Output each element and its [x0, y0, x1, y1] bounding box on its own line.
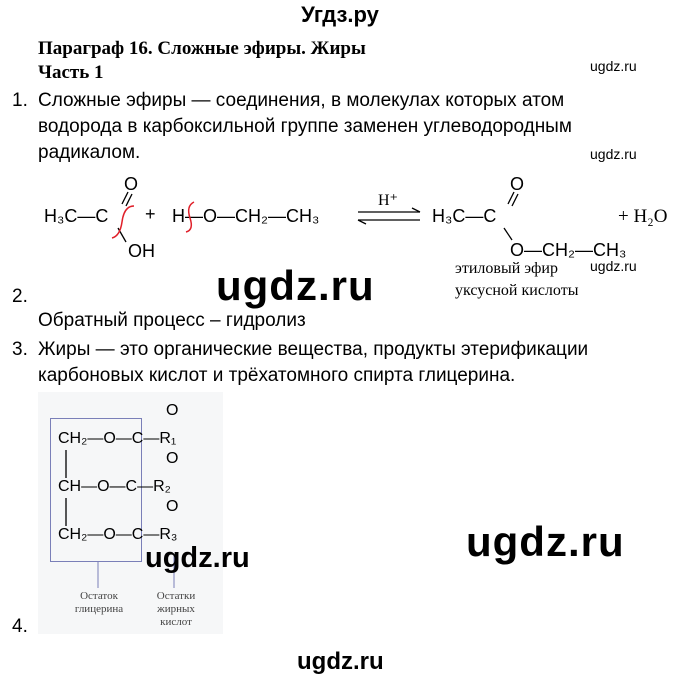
item-text: карбоновых кислот и трёхатомного спирта …: [38, 365, 516, 386]
fat-row: CH₂—O—C—R₁: [58, 430, 177, 447]
fat-bonds: [65, 450, 175, 588]
watermark: ugdz.ru: [590, 146, 637, 162]
item-number: 2.: [12, 286, 28, 307]
fat-structure-image: CH₂—O—C—R₁ CH—O—C—R₂ CH₂—O—C—R₃ O O O Ос…: [38, 392, 223, 634]
plus-sign: +: [145, 204, 156, 224]
oxygen: O: [166, 498, 179, 515]
alcohol-formula: H—O—CH₂—CH₃: [172, 206, 320, 226]
glycerol-caption: глицерина: [74, 603, 124, 615]
oxygen: O: [166, 450, 179, 467]
fat-row: CH₂—O—C—R₃: [58, 526, 178, 543]
acids-caption: Остатки: [156, 590, 196, 602]
glycerol-box: [50, 418, 142, 562]
item-text: Сложные эфиры — соединения, в молекулах …: [38, 90, 565, 111]
water: + H₂O: [618, 206, 668, 227]
item-text: Жиры — это органические вещества, продук…: [38, 339, 589, 360]
ester-oxygen: O: [510, 174, 525, 194]
item-text: Обратный процесс – гидролиз: [38, 310, 306, 331]
ester-formula: H₃C—C: [432, 206, 497, 226]
acids-caption: жирных: [157, 603, 195, 615]
ester-chain: O—CH₂—CH₃: [510, 240, 627, 260]
ester-caption: этиловый эфир: [455, 260, 558, 277]
item-text: радикалом.: [38, 142, 141, 163]
acid-hydroxyl: OH: [128, 241, 155, 261]
acid-formula: H₃C—C: [44, 206, 109, 226]
ester-caption: уксусной кислоты: [455, 282, 579, 299]
watermark: ugdz.ru: [297, 648, 384, 675]
watermark: ugdz.ru: [590, 58, 637, 74]
item-text: водорода в карбоксильной группе заменен …: [38, 116, 572, 137]
item-number: 4.: [12, 616, 28, 637]
part-title: Часть 1: [38, 62, 104, 83]
site-title: Угдз.ру: [301, 2, 379, 27]
watermark: ugdz.ru: [466, 518, 625, 565]
watermark: ugdz.ru: [145, 542, 250, 574]
catalyst: H⁺: [378, 192, 398, 209]
acids-caption: кислот: [160, 616, 192, 628]
glycerol-caption: Остаток: [80, 590, 118, 602]
watermark: ugdz.ru: [590, 258, 637, 274]
item-number: 1.: [12, 90, 28, 111]
paragraph-title: Параграф 16. Сложные эфиры. Жиры: [38, 38, 366, 59]
acid-oxygen: O: [124, 174, 139, 194]
oxygen: O: [166, 402, 179, 419]
watermark: ugdz.ru: [216, 262, 375, 309]
reaction-bonds: [111, 191, 519, 243]
item-number: 3.: [12, 339, 28, 360]
fat-row: CH—O—C—R₂: [58, 478, 171, 495]
